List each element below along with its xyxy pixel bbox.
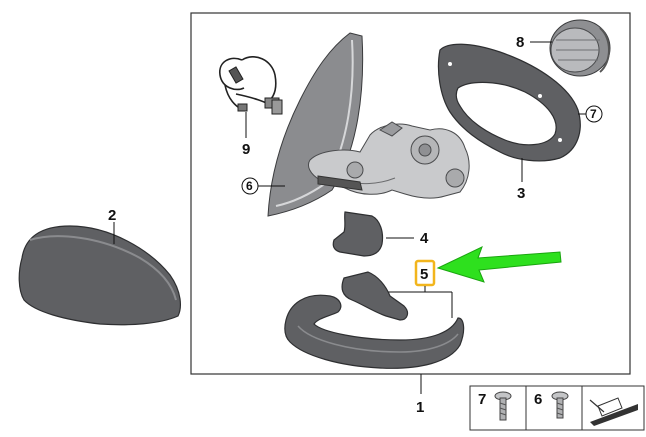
callout-1: 1 <box>416 399 424 416</box>
wedge-tool-icon <box>589 397 638 426</box>
part-4-bracket[interactable] <box>332 211 384 257</box>
callout-7: 7 <box>590 107 597 121</box>
screw-icon-6 <box>551 391 569 419</box>
mirror-adjustment-motor[interactable] <box>307 121 470 199</box>
part-1-lower-housing-trim[interactable] <box>284 294 465 369</box>
callout-7-circle <box>585 105 603 123</box>
callout-8: 8 <box>516 34 524 51</box>
part-8-turn-signal-lamp[interactable] <box>549 19 611 77</box>
callout-3: 3 <box>517 185 525 202</box>
hardware-legend: 7 6 <box>469 385 645 431</box>
screw-icon-7 <box>494 391 512 421</box>
callout-9: 9 <box>242 141 250 158</box>
part-5-support-brace[interactable] <box>341 271 409 321</box>
callout-5-highlight-box <box>414 259 436 287</box>
callout-4: 4 <box>420 230 429 247</box>
green-pointer-arrow-icon <box>436 246 562 283</box>
assembly-frame <box>190 12 631 375</box>
legend-item-6-number: 6 <box>534 391 542 408</box>
part-3-mirror-frame[interactable] <box>437 43 581 162</box>
leader-5 <box>357 286 453 318</box>
part-9-wiring-harness[interactable] <box>219 56 283 115</box>
legend-item-7-number: 7 <box>478 391 486 408</box>
part-2-mirror-cap[interactable] <box>18 225 181 326</box>
callout-5: 5 <box>420 266 428 283</box>
callout-2: 2 <box>108 207 116 224</box>
callout-6: 6 <box>246 179 253 193</box>
